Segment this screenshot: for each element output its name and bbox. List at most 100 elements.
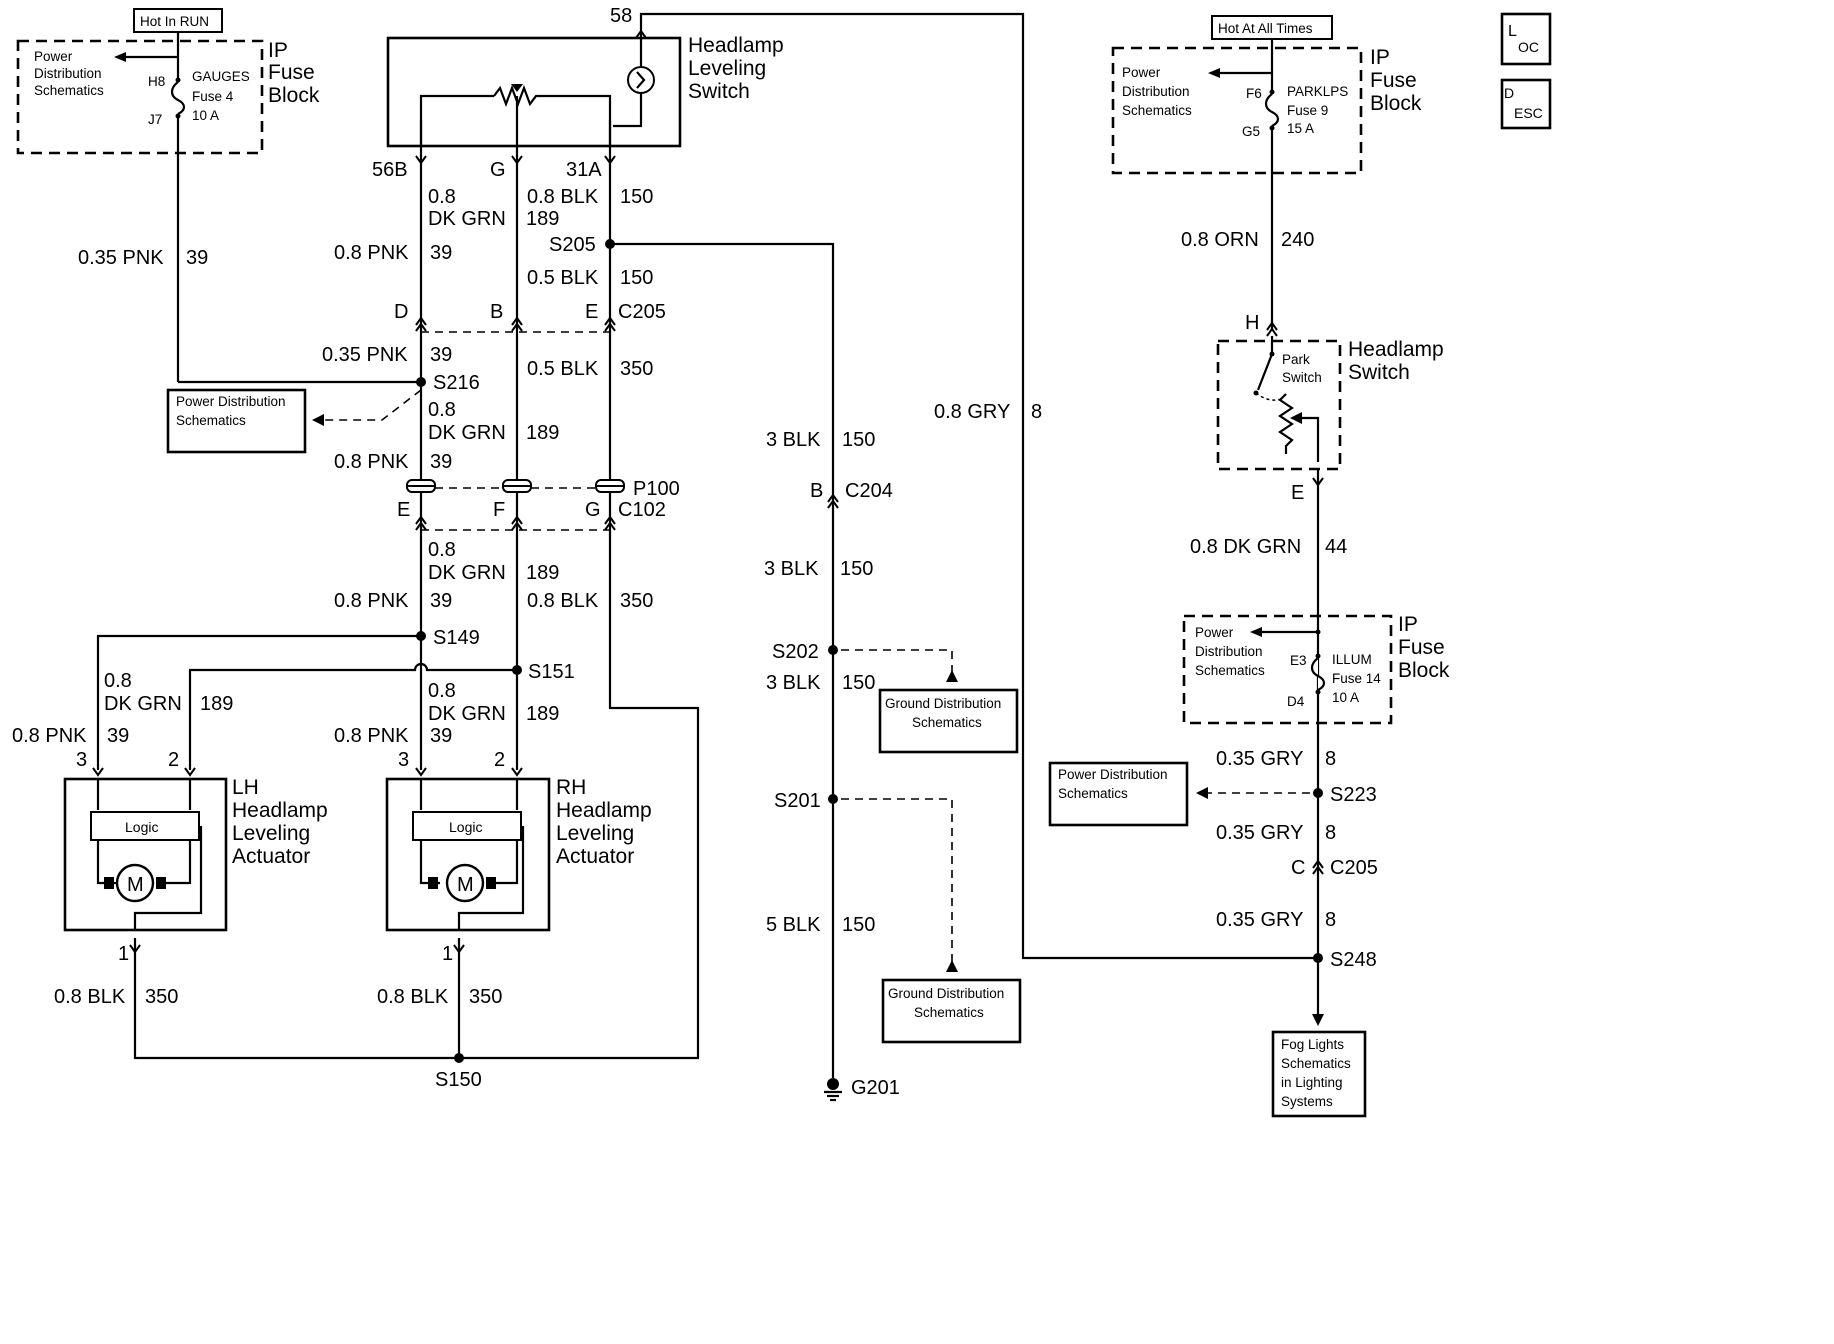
wiring-diagram: L OC D ESC Hot In RUN Power Distribution…	[12, 5, 1552, 1118]
svg-text:M: M	[457, 874, 474, 896]
svg-text:Power: Power	[1122, 65, 1161, 80]
wire-label: 0.8 PNK	[12, 725, 87, 747]
svg-text:Headlamp: Headlamp	[1348, 338, 1444, 361]
svg-text:10 A: 10 A	[1332, 690, 1359, 705]
svg-text:Switch: Switch	[1282, 370, 1322, 385]
wire-label: 0.8	[428, 186, 456, 208]
circuit-label: 150	[842, 672, 875, 694]
ip-fuse-block-right: Power Distribution Schematics F6 G5 PARK…	[1111, 46, 1422, 175]
splice-s223	[1313, 788, 1323, 798]
svg-text:RH: RH	[556, 776, 586, 799]
wire-label: DK GRN	[104, 693, 182, 715]
connector-chevron-icon	[511, 767, 523, 777]
pin-f: F	[493, 499, 505, 521]
loc-icon[interactable]: L OC	[1500, 12, 1552, 66]
svg-text:Fuse: Fuse	[1398, 636, 1445, 659]
wire-label: 0.8 GRY	[934, 401, 1010, 423]
circuit-label: 189	[526, 422, 559, 444]
svg-text:Schematics: Schematics	[912, 715, 982, 730]
headlamp-leveling-switch: Headlamp Leveling Switch	[386, 30, 784, 148]
wire-label: 0.8 BLK	[527, 186, 599, 208]
pin-e: E	[585, 301, 598, 323]
wire-8-gry	[639, 12, 1318, 960]
pin-c: C	[1291, 857, 1305, 879]
wire-label: 0.8 BLK	[527, 590, 599, 612]
splice-label: S201	[774, 790, 821, 812]
svg-text:Leveling: Leveling	[688, 57, 766, 80]
fog-lights-ref[interactable]: Fog Lights Schematics in Lighting System…	[1271, 1030, 1367, 1118]
headlamp-switch: Park Switch Headlamp Switch	[1216, 336, 1444, 471]
connector-c205: C205	[618, 301, 666, 323]
connector-chevron-icon	[92, 767, 104, 777]
wire-label: DK GRN	[428, 208, 506, 230]
circuit-label: 39	[186, 247, 208, 269]
power-distribution-ref-s216[interactable]: Power Distribution Schematics	[166, 388, 307, 454]
splice-label: S248	[1330, 949, 1377, 971]
svg-text:F6: F6	[1246, 86, 1262, 101]
wire-label: 0.8 DK GRN	[1190, 536, 1301, 558]
svg-text:Power Distribution: Power Distribution	[176, 394, 286, 409]
ground-distribution-ref-s201[interactable]: Ground Distribution Schematics	[881, 978, 1022, 1044]
circuit-label: 39	[430, 451, 452, 473]
splice-s150	[454, 1053, 464, 1063]
svg-text:Ground Distribution: Ground Distribution	[885, 696, 1001, 711]
connector-chevrons	[92, 29, 1324, 954]
p100-label: P100	[633, 478, 680, 500]
splice-label: S223	[1330, 784, 1377, 806]
splice-s201	[828, 794, 838, 804]
pin-e: E	[397, 499, 410, 521]
pin-3: 3	[76, 749, 87, 771]
rh-headlamp-leveling-actuator: Logic M RH Headlamp Leveling Actuator	[385, 776, 652, 932]
circuit-label: 150	[620, 267, 653, 289]
wire-label: 0.8	[428, 539, 456, 561]
circuit-label: 189	[526, 703, 559, 725]
wire-label: 0.8 ORN	[1181, 229, 1259, 251]
ground-distribution-ref-s202[interactable]: Ground Distribution Schematics	[878, 688, 1019, 754]
wire-label: 0.35 GRY	[1216, 822, 1303, 844]
svg-text:Leveling: Leveling	[232, 822, 310, 845]
splice-label: S202	[772, 641, 819, 663]
wire-label: 0.8 PNK	[334, 725, 409, 747]
wire-label: 3 BLK	[764, 558, 819, 580]
circuit-label: 240	[1281, 229, 1314, 251]
svg-text:Fuse: Fuse	[268, 61, 315, 84]
svg-text:Power: Power	[34, 49, 73, 64]
splice-label: S149	[433, 627, 480, 649]
svg-text:Block: Block	[1398, 659, 1450, 682]
svg-text:OC: OC	[1518, 39, 1539, 55]
circuit-label: 150	[840, 558, 873, 580]
splice-label: S151	[528, 661, 575, 683]
connector-chevron-icon	[415, 767, 427, 777]
svg-text:Systems: Systems	[1281, 1094, 1333, 1109]
pin-1: 1	[118, 943, 129, 965]
circuit-label: 150	[842, 914, 875, 936]
circuit-label: 189	[200, 693, 233, 715]
ground-icon	[824, 1078, 842, 1102]
illum-fuse-icon	[1310, 653, 1326, 695]
svg-text:IP: IP	[1398, 613, 1418, 636]
svg-text:Power: Power	[1195, 625, 1234, 640]
circuit-label: 8	[1325, 748, 1336, 770]
svg-text:D4: D4	[1287, 694, 1305, 709]
circuit-label: 350	[469, 986, 502, 1008]
svg-text:Hot At All Times: Hot At All Times	[1218, 21, 1313, 36]
splice-label: S216	[433, 372, 480, 394]
svg-text:Schematics: Schematics	[1281, 1056, 1351, 1071]
svg-text:M: M	[127, 874, 144, 896]
svg-text:Park: Park	[1282, 352, 1310, 367]
pin-2: 2	[168, 749, 179, 771]
desc-icon[interactable]: D ESC	[1500, 78, 1552, 130]
pin-g: G	[490, 159, 506, 181]
wire-label: DK GRN	[428, 703, 506, 725]
svg-text:Ground Distribution: Ground Distribution	[888, 986, 1004, 1001]
ip-fuse-block-left: Power Distribution Schematics H8 J7 GAUG…	[16, 39, 320, 155]
svg-text:Fuse 9: Fuse 9	[1287, 103, 1328, 118]
pin-b: B	[810, 480, 823, 502]
pin-56b: 56B	[372, 159, 408, 181]
circuit-label: 150	[620, 186, 653, 208]
pin-e: E	[1291, 482, 1304, 504]
svg-text:Fog Lights: Fog Lights	[1281, 1037, 1344, 1052]
connector-chevron-icon	[635, 29, 647, 39]
power-distribution-ref-s223[interactable]: Power Distribution Schematics	[1048, 761, 1189, 827]
wire-label: 0.35 GRY	[1216, 909, 1303, 931]
